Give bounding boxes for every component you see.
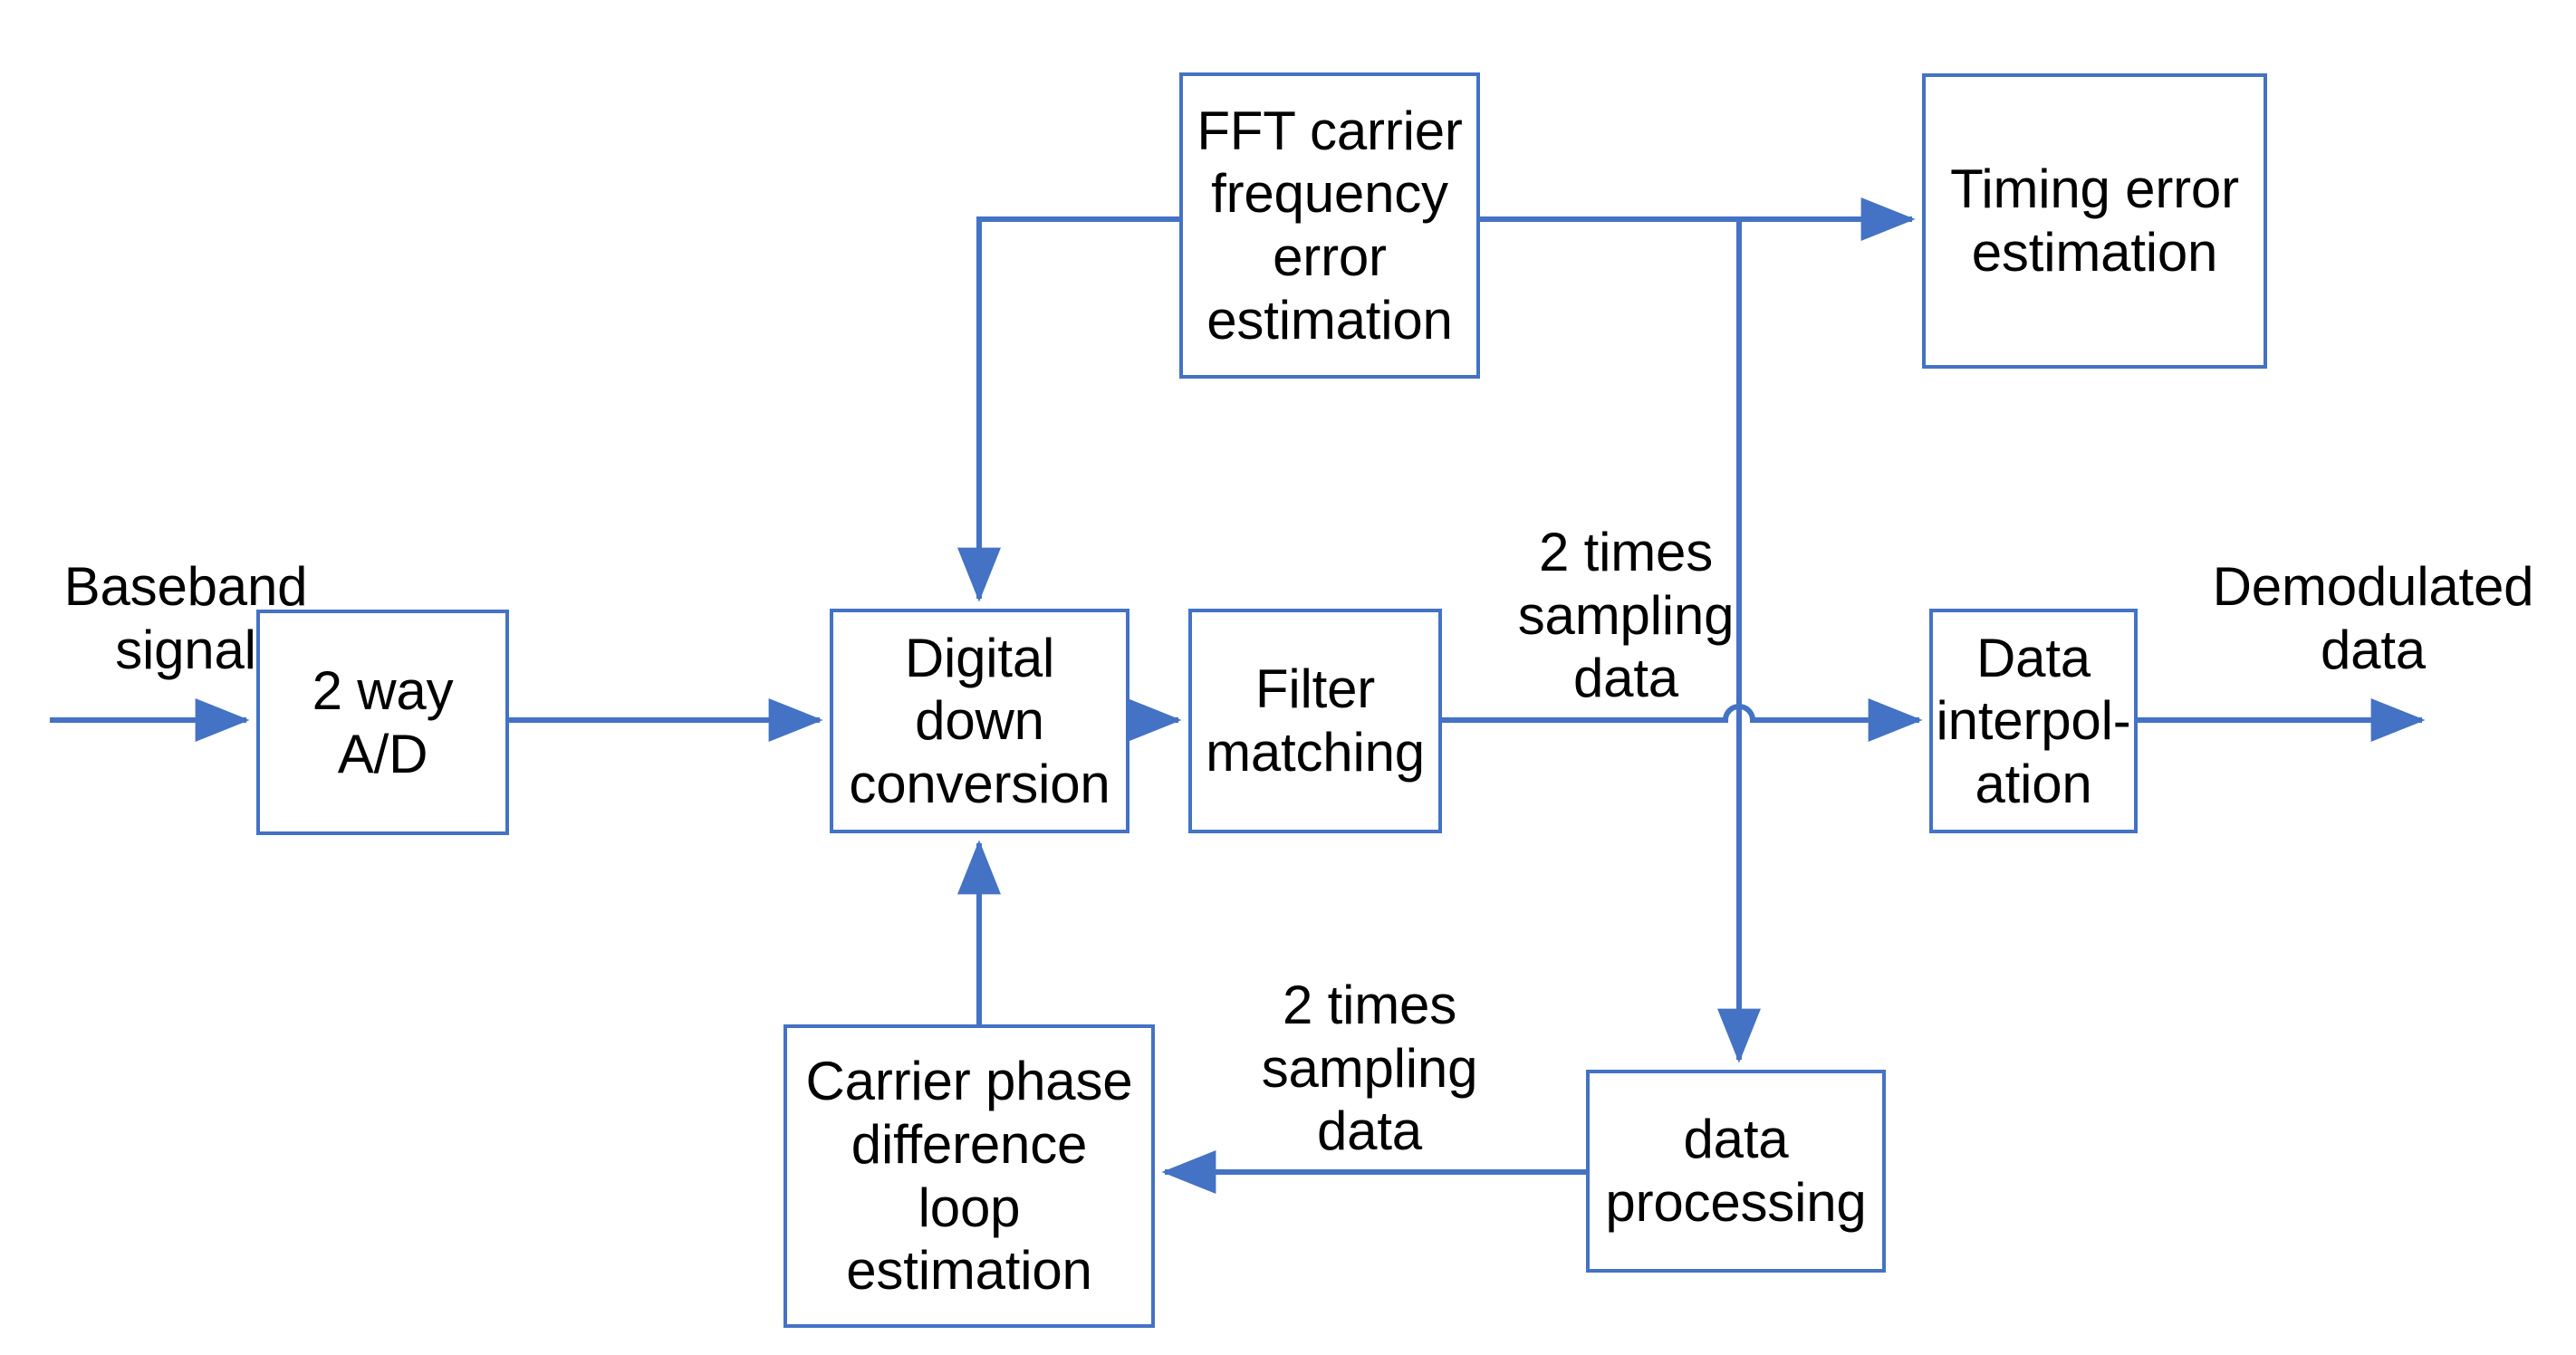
block-data-interpolation[interactable]: Data interpol- ation xyxy=(1929,609,2138,833)
wire-fft-to-ddc xyxy=(957,216,1179,602)
block-carrier-phase-difference-loop-estimation[interactable]: Carrier phase difference loop estimation xyxy=(783,1024,1155,1328)
block-data-interpolation-label: Data interpol- ation xyxy=(1936,627,2131,814)
label-sampling-data-top: 2 times sampling data xyxy=(1517,522,1735,709)
block-2-way-ad[interactable]: 2 way A/D xyxy=(256,610,509,835)
block-2-way-ad-label: 2 way A/D xyxy=(312,659,454,784)
label-sampling-data-bottom: 2 times sampling data xyxy=(1261,975,1478,1162)
label-baseband-signal: Baseband signal xyxy=(63,556,308,680)
block-fft-carrier-frequency-error-estimation[interactable]: FFT carrier frequency error estimation xyxy=(1179,72,1480,379)
block-timing-error-estimation-label: Timing error estimation xyxy=(1950,159,2239,283)
block-data-processing-label: data processing xyxy=(1605,1109,1867,1233)
block-digital-down-conversion-label: Digital down conversion xyxy=(849,627,1110,814)
block-digital-down-conversion[interactable]: Digital down conversion xyxy=(830,609,1129,833)
block-data-processing[interactable]: data processing xyxy=(1586,1070,1886,1273)
label-demodulated-data: Demodulated data xyxy=(2212,556,2534,680)
block-filter-matching-label: Filter matching xyxy=(1206,658,1425,783)
block-timing-error-estimation[interactable]: Timing error estimation xyxy=(1922,73,2267,369)
block-fft-carrier-frequency-error-estimation-label: FFT carrier frequency error estimation xyxy=(1197,100,1463,351)
block-carrier-phase-difference-loop-estimation-label: Carrier phase difference loop estimation xyxy=(805,1051,1133,1302)
block-filter-matching[interactable]: Filter matching xyxy=(1188,609,1442,833)
